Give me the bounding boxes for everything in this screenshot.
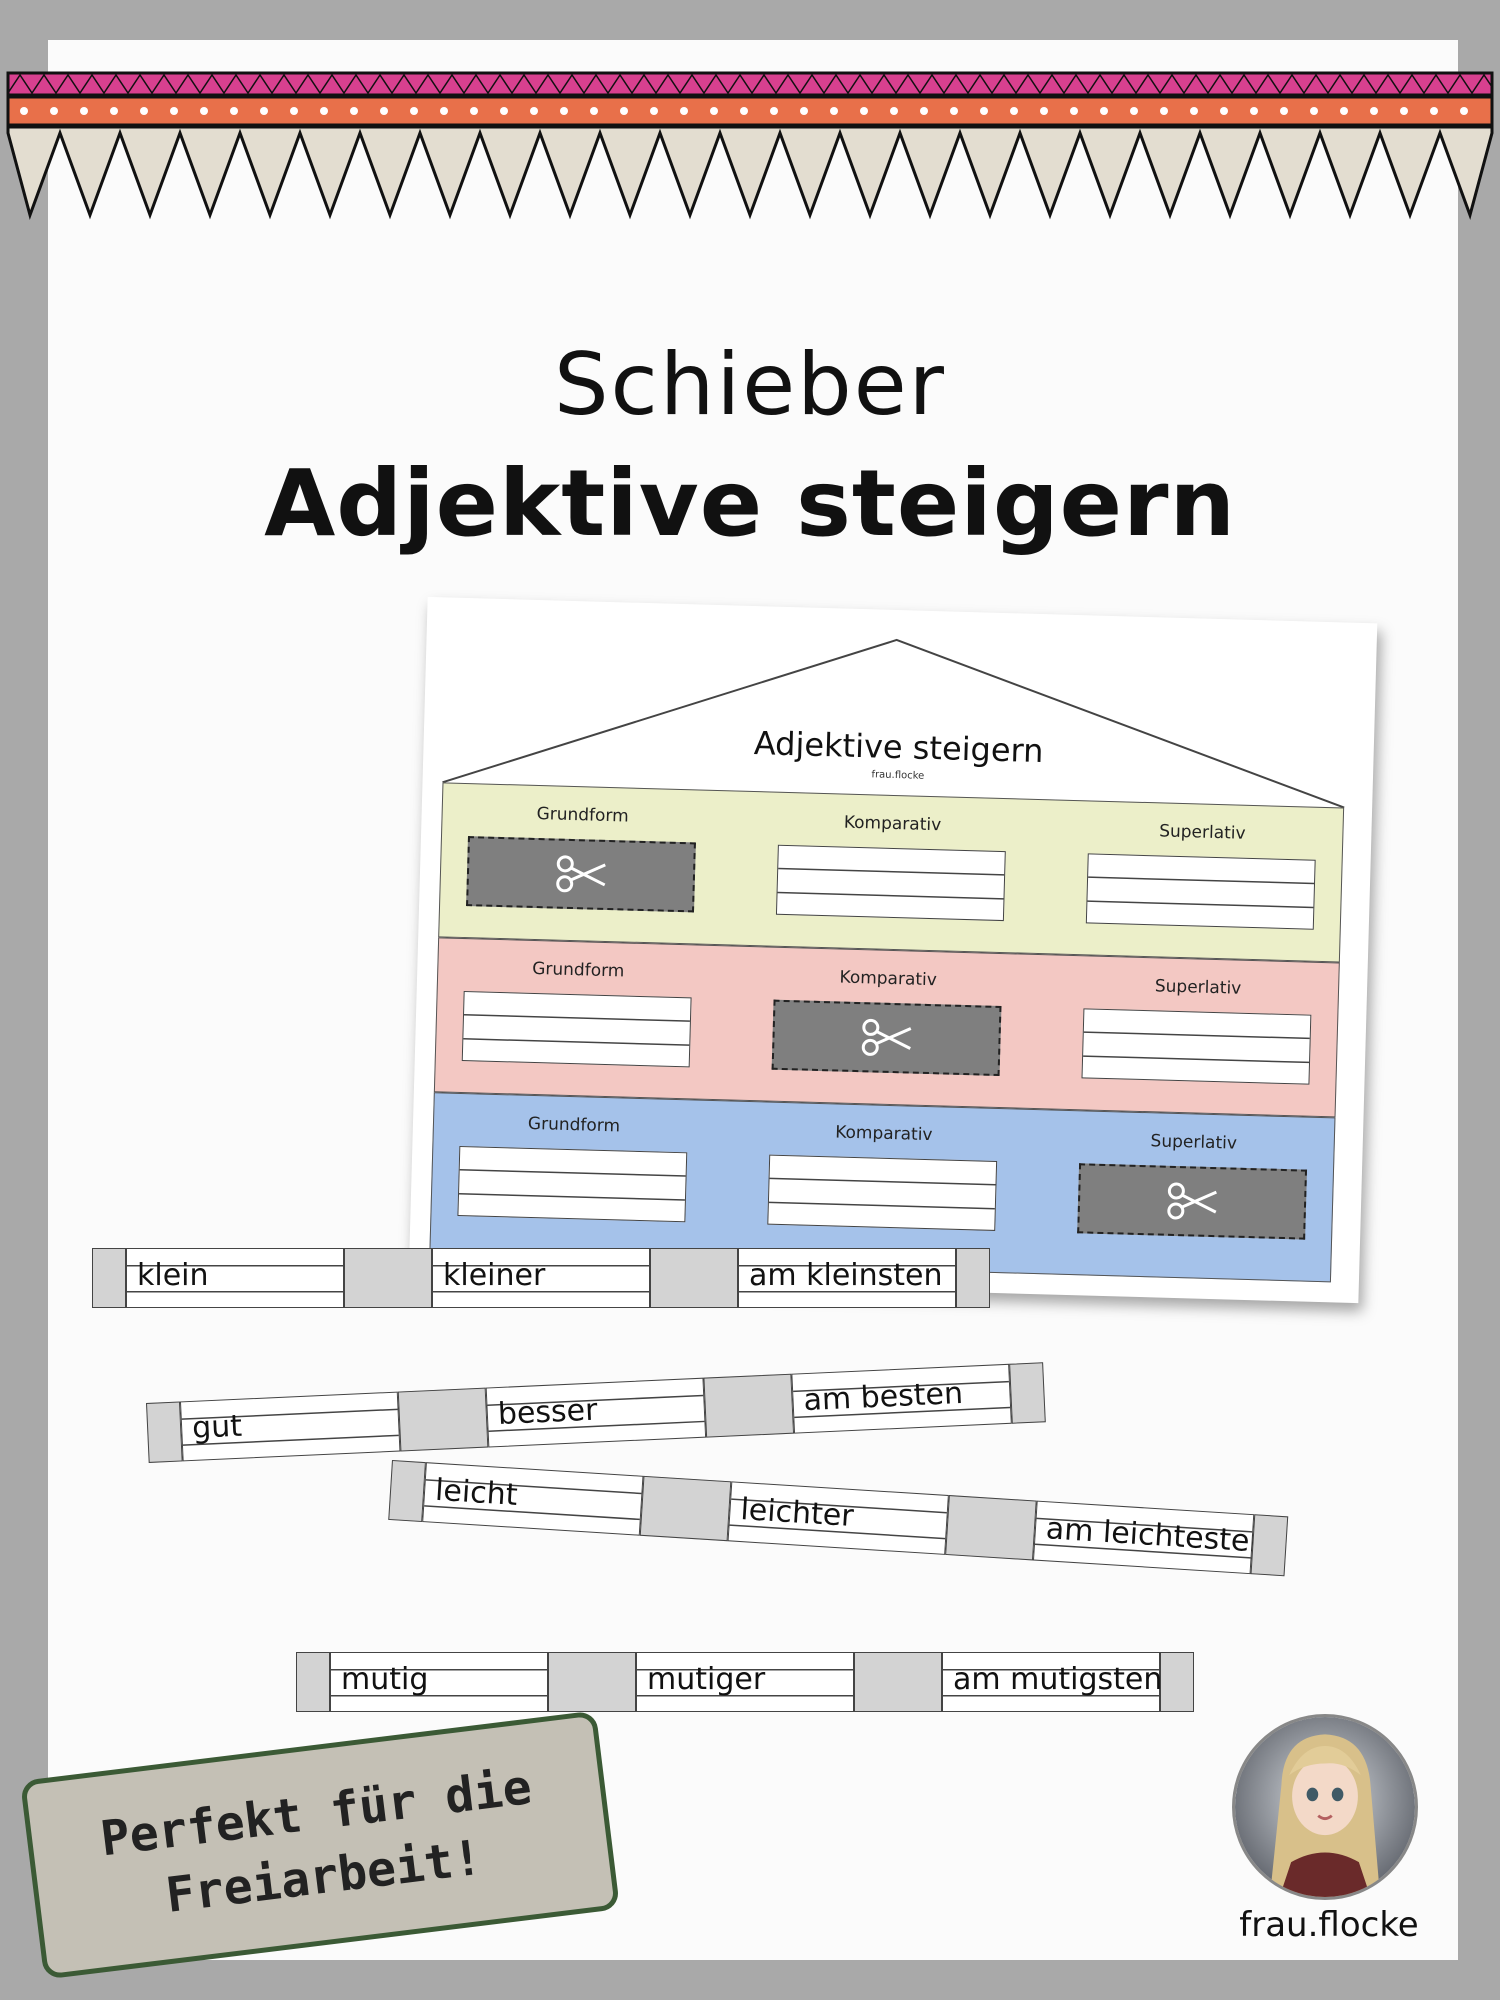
writing-lines <box>775 844 1006 922</box>
cut-out-window <box>771 999 1002 1077</box>
ws-label-grundform: Grundform <box>531 958 625 982</box>
worksheet-preview: Adjektive steigern frau.flocke Grundform… <box>408 596 1378 1304</box>
writing-lines <box>461 991 692 1068</box>
cut-out-window <box>1077 1163 1308 1240</box>
ws-cell: Grundform <box>451 1112 694 1223</box>
ws-label-komparativ: Komparativ <box>843 812 942 836</box>
ws-label-komparativ: Komparativ <box>834 1122 933 1146</box>
strip-word: gut <box>179 1391 401 1462</box>
ws-cell: Komparativ <box>766 966 1009 1077</box>
strip-word-text: kleiner <box>443 1258 546 1293</box>
ws-cell: Superlativ <box>1080 819 1323 930</box>
ws-cell: Superlativ <box>1071 1129 1314 1240</box>
scissors-icon <box>556 855 606 893</box>
page-title-line-1: Schieber <box>553 335 947 435</box>
scissors-icon <box>1167 1182 1217 1220</box>
strip-gap <box>344 1248 432 1308</box>
ws-label-superlativ: Superlativ <box>1154 976 1242 999</box>
brand-logo-text: frau.flocke <box>1239 1905 1419 1945</box>
strip-word-text: leicht <box>434 1472 519 1513</box>
ws-label-komparativ: Komparativ <box>839 967 938 991</box>
author-avatar <box>1232 1714 1418 1900</box>
strip-end-tab <box>146 1401 183 1463</box>
strip-word-text: am mutigsten <box>953 1662 1163 1697</box>
strip-end-tab <box>388 1460 426 1523</box>
strip-word: mutig <box>330 1652 548 1712</box>
strip-word-text: mutiger <box>647 1662 766 1697</box>
slider-strip-klein[interactable]: klein kleiner am kleinsten <box>92 1248 1004 1308</box>
strip-gap <box>639 1475 732 1542</box>
strip-end-tab <box>1160 1652 1194 1712</box>
strip-word: klein <box>126 1248 344 1308</box>
decorative-banner <box>6 71 1494 220</box>
writing-lines <box>767 1154 998 1231</box>
strip-word: am mutigsten <box>942 1652 1163 1712</box>
strip-gap <box>548 1652 636 1712</box>
writing-lines <box>1085 853 1316 930</box>
strip-end-tab <box>1009 1362 1046 1424</box>
house-roof <box>442 638 1345 809</box>
strip-gap <box>945 1495 1037 1561</box>
strip-word: mutiger <box>636 1652 854 1712</box>
ws-cell: Superlativ <box>1075 974 1318 1085</box>
strip-word-text: am besten <box>802 1375 964 1419</box>
strip-end-tab <box>296 1652 330 1712</box>
ws-label-grundform: Grundform <box>527 1113 621 1137</box>
strip-gap <box>854 1652 942 1712</box>
ws-cell: Komparativ <box>770 811 1013 922</box>
writing-lines <box>1081 1008 1312 1085</box>
strip-word-text: am leichtesten <box>1044 1511 1270 1561</box>
strip-word-text: mutig <box>341 1662 429 1697</box>
page-title-line-2: Adjektive steigern <box>264 450 1236 557</box>
strip-end-tab <box>956 1248 990 1308</box>
strip-word: am kleinsten <box>738 1248 956 1308</box>
ws-label-superlativ: Superlativ <box>1150 1131 1238 1154</box>
scissors-icon <box>861 1018 912 1056</box>
worksheet-row-2: Grundform Komparativ Superlativ <box>433 937 1340 1118</box>
ws-cell: Grundform <box>456 957 699 1068</box>
cut-out-window <box>466 836 696 913</box>
strip-gap <box>703 1373 795 1438</box>
strip-word-text: am kleinsten <box>749 1258 943 1293</box>
ws-cell: Grundform <box>460 802 703 913</box>
ws-cell: Komparativ <box>761 1120 1004 1231</box>
strip-word: am besten <box>791 1363 1012 1434</box>
writing-lines <box>457 1145 688 1223</box>
ws-label-superlativ: Superlativ <box>1158 821 1246 844</box>
strip-end-tab <box>92 1248 126 1308</box>
slider-strip-mutig[interactable]: mutig mutiger am mutigsten <box>296 1652 1208 1712</box>
strip-word-text: besser <box>497 1392 599 1433</box>
strip-gap <box>397 1387 489 1452</box>
ws-label-grundform: Grundform <box>536 803 629 827</box>
strip-word-text: klein <box>137 1258 209 1293</box>
strip-word: besser <box>485 1377 707 1448</box>
strip-word: kleiner <box>432 1248 650 1308</box>
strip-word-text: gut <box>191 1408 243 1446</box>
strip-word-text: leichter <box>739 1492 855 1535</box>
worksheet-row-3: Grundform Komparativ Superlativ <box>429 1092 1336 1283</box>
strip-gap <box>650 1248 738 1308</box>
worksheet-row-1: Grundform Komparativ Superlativ <box>438 782 1345 963</box>
strip-end-tab <box>1250 1514 1289 1577</box>
